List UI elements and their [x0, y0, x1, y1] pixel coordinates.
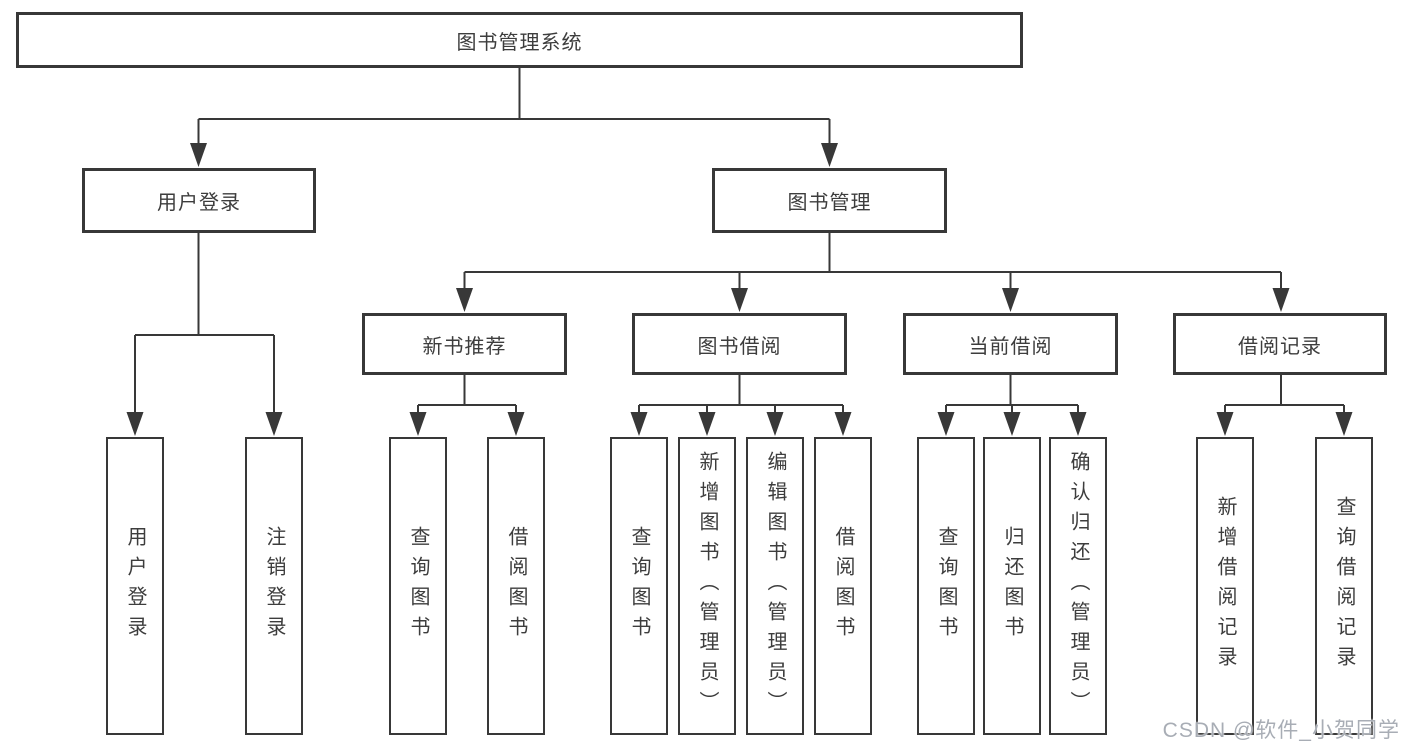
leaf-edit-book-admin: 编辑图书（管理员） — [746, 437, 804, 735]
leaf-label: 归还图书 — [1001, 526, 1023, 646]
leaf-label: 注销登录 — [263, 526, 285, 646]
leaf-borrow-books: 借阅图书 — [814, 437, 872, 735]
node-label: 用户登录 — [157, 192, 241, 214]
leaf-add-borrow-record: 新增借阅记录 — [1196, 437, 1254, 735]
node-current-borrowing: 当前借阅 — [903, 313, 1118, 375]
node-library-management-system: 图书管理系统 — [16, 12, 1023, 68]
leaf-query-books-recommend: 查询图书 — [389, 437, 447, 735]
node-book-management: 图书管理 — [712, 168, 947, 233]
leaf-query-borrow-record: 查询借阅记录 — [1315, 437, 1373, 735]
leaf-label: 借阅图书 — [832, 526, 854, 646]
node-book-borrowing: 图书借阅 — [632, 313, 847, 375]
node-borrowing-records: 借阅记录 — [1173, 313, 1387, 375]
leaf-borrow-books-recommend: 借阅图书 — [487, 437, 545, 735]
node-label: 图书管理系统 — [456, 31, 583, 54]
leaf-label: 用户登录 — [124, 526, 146, 646]
leaf-label: 查询图书 — [407, 526, 429, 646]
leaf-label: 新增借阅记录 — [1214, 496, 1236, 676]
node-label: 图书管理 — [787, 192, 872, 214]
leaf-label: 查询借阅记录 — [1333, 496, 1355, 676]
leaf-label: 查询图书 — [628, 526, 650, 646]
csdn-watermark: CSDN @软件_小贺同学 — [1162, 719, 1400, 742]
node-label: 借阅记录 — [1238, 335, 1322, 358]
node-user-login: 用户登录 — [82, 168, 316, 233]
leaf-logout: 注销登录 — [245, 437, 303, 735]
leaf-add-book-admin: 新增图书（管理员） — [678, 437, 736, 735]
leaf-confirm-return-admin: 确认归还（管理员） — [1049, 437, 1107, 735]
leaf-query-books-current: 查询图书 — [917, 437, 975, 735]
leaf-user-login: 用户登录 — [106, 437, 164, 735]
leaf-label: 查询图书 — [935, 526, 957, 646]
leaf-label: 借阅图书 — [505, 526, 527, 646]
node-label: 新书推荐 — [422, 335, 507, 358]
node-label: 图书借阅 — [697, 335, 782, 358]
node-new-book-recommendation: 新书推荐 — [362, 313, 567, 375]
leaf-query-books-borrowing: 查询图书 — [610, 437, 668, 735]
node-label: 当前借阅 — [968, 335, 1053, 358]
leaf-return-books: 归还图书 — [983, 437, 1041, 735]
leaf-label: 编辑图书（管理员） — [764, 451, 786, 721]
leaf-label: 新增图书（管理员） — [696, 451, 718, 721]
connector-arrowheads — [126, 143, 1353, 436]
leaf-label: 确认归还（管理员） — [1067, 451, 1089, 721]
